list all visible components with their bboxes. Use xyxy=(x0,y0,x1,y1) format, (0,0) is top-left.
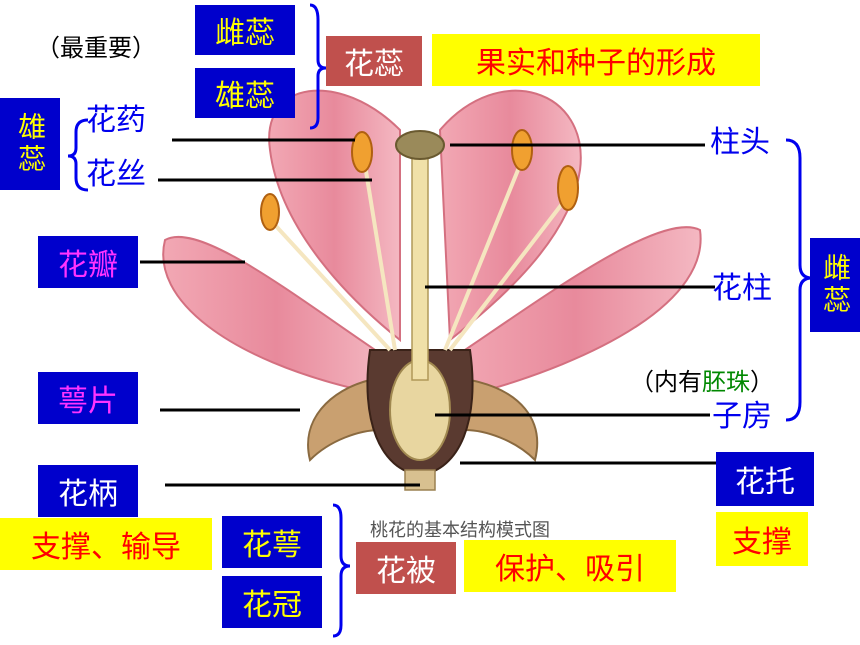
support-box: 支撑 xyxy=(716,512,808,566)
style-label: 花柱 xyxy=(712,271,772,306)
ovule-term: 胚珠 xyxy=(702,368,750,396)
corolla-box: 花冠 xyxy=(222,576,322,628)
perianth-box: 花被 xyxy=(356,542,456,594)
most-important-note: （最重要） xyxy=(36,34,156,62)
ovule-prefix: （内有 xyxy=(630,368,702,396)
calyx-box: 花萼 xyxy=(222,516,322,568)
sepal-box: 萼片 xyxy=(38,372,138,424)
petal-box: 花瓣 xyxy=(38,236,138,288)
style-shape xyxy=(411,149,429,381)
receptacle-box: 花托 xyxy=(716,452,814,506)
anther-label: 花药 xyxy=(86,103,146,138)
pistil-box-top: 雌蕊 xyxy=(195,5,295,55)
ovule-note: （内有胚珠） xyxy=(630,370,774,394)
pedicel-shape xyxy=(404,469,436,491)
stamen-pistil-box: 花蕊 xyxy=(326,36,422,86)
diagram-caption: 桃花的基本结构模式图 xyxy=(370,520,550,541)
pedicel-box: 花柄 xyxy=(38,465,138,517)
ovule-suffix: ） xyxy=(750,368,774,396)
pistil-box-right: 雌蕊 xyxy=(810,238,860,332)
sepal-right xyxy=(463,378,539,462)
support-conduct-box: 支撑、输导 xyxy=(0,518,212,570)
pistil-box-right-text: 雌蕊 xyxy=(819,253,853,317)
sepal-left xyxy=(307,378,382,462)
petal-left xyxy=(162,235,392,392)
protect-attract-box: 保护、吸引 xyxy=(464,540,676,592)
stamen-box-top: 雄蕊 xyxy=(195,68,295,118)
ovary-label: 子房 xyxy=(712,399,772,434)
stigma-shape xyxy=(395,130,445,160)
stamen-box-left: 雄蕊 xyxy=(0,98,60,190)
stigma-label: 柱头 xyxy=(710,125,770,160)
petal-right xyxy=(448,226,702,397)
filament-label: 花丝 xyxy=(86,157,146,192)
fruit-seed-box: 果实和种子的形成 xyxy=(432,34,760,86)
stamen-box-left-text: 雄蕊 xyxy=(14,112,48,176)
